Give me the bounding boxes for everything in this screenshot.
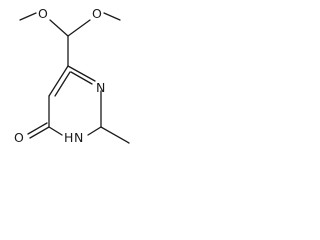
bond-o-right-methyl — [103, 12, 121, 21]
atom-n3: N — [96, 80, 105, 95]
bond-c2-methyl — [100, 126, 130, 144]
bond-c4-o-double — [27, 122, 48, 135]
bond-n3-c4 — [48, 126, 63, 136]
atom-o-carbonyl: O — [14, 130, 24, 145]
atom-n1-h-hydrogen: H — [64, 130, 73, 145]
bond-o-left-ch — [49, 19, 69, 37]
atom-o-methoxy-left: O — [38, 6, 48, 21]
bond-c2-n3 — [87, 126, 102, 136]
bond-c4-o — [29, 126, 50, 139]
bond-c6-n1 — [67, 65, 96, 82]
atom-o-methoxy-right: O — [92, 6, 102, 21]
bond-c6-n1-double — [70, 71, 93, 85]
bond-c5-c6-double — [54, 71, 71, 97]
molecule-diagram: O O N H N O — [14, 6, 130, 145]
structure-canvas: O O N H N O — [0, 0, 150, 169]
atom-n1-h-nitrogen: N — [74, 130, 83, 145]
bond-ch-o-right — [67, 19, 91, 37]
bond-c5-c6 — [48, 65, 69, 97]
bond-methyl-o-left — [19, 12, 37, 21]
